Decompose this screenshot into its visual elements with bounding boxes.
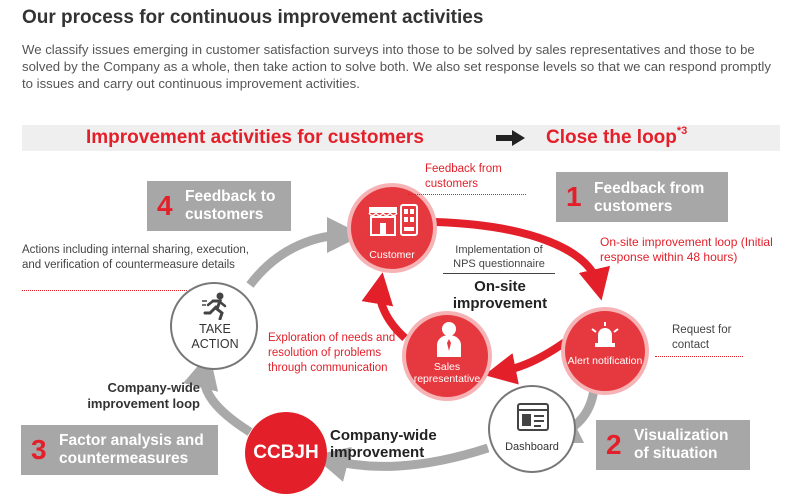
step-3-number: 3 xyxy=(31,434,47,465)
banner-right-text: Close the loop*3 xyxy=(546,125,688,149)
dashboard-node: Dashboard xyxy=(488,385,576,473)
footnote-mark: *3 xyxy=(676,125,688,137)
grey-arc-bottom xyxy=(312,443,490,482)
alarm-bell-icon xyxy=(591,322,619,347)
intro-paragraph: We classify issues emerging in customer … xyxy=(22,42,771,91)
dashboard-icon xyxy=(517,403,549,431)
sales-rep-label: Sales representative xyxy=(413,361,481,385)
dashboard-label: Dashboard xyxy=(505,441,559,453)
request-contact-note: Request for contact xyxy=(672,324,732,351)
arrow-right-icon xyxy=(496,130,525,146)
feedback-note-dotted-line xyxy=(408,194,526,195)
onsite-improvement-title: On-site improvement xyxy=(452,278,548,312)
running-person-icon xyxy=(202,292,227,320)
banner-left-text: Improvement activities for customers xyxy=(86,127,424,148)
step-1-label: Feedback from customers xyxy=(594,180,705,215)
alert-label: Alert notification xyxy=(567,355,643,367)
step-4-number: 4 xyxy=(157,190,173,221)
step-2-box: 2 Visualization of situation xyxy=(596,420,750,470)
take-action-node: TAKE ACTION xyxy=(170,282,258,370)
shop-icon xyxy=(368,204,418,236)
company-loop-note: Company-wide improvement loop xyxy=(87,380,200,411)
red-arc-top xyxy=(434,218,611,301)
banner xyxy=(22,125,780,151)
grey-arc-top xyxy=(246,217,363,288)
grey-arc-left xyxy=(183,352,253,436)
step-3-label: Factor analysis and countermeasures xyxy=(59,432,204,467)
red-arc-right xyxy=(484,336,571,385)
ccbjh-node: CCBJH xyxy=(245,412,327,494)
sales-rep-node: Sales representative xyxy=(402,311,492,401)
step-1-number: 1 xyxy=(566,181,582,212)
onsite-loop-note: On-site improvement loop (Initial respon… xyxy=(600,235,773,264)
step-2-number: 2 xyxy=(606,429,622,460)
request-dotted-line xyxy=(655,356,743,357)
step-1-box: 1 Feedback from customers xyxy=(556,172,728,222)
exploration-note: Exploration of needs and resolution of p… xyxy=(268,332,396,374)
alert-node: Alert notification xyxy=(561,307,649,395)
close-loop-text: Close the loop xyxy=(546,127,677,148)
step-4-box: 4 Feedback to customers xyxy=(147,181,291,231)
customer-node: Customer xyxy=(347,183,437,273)
company-improvement-title: Company-wide improvement xyxy=(330,427,437,461)
actions-dotted-line xyxy=(22,290,187,291)
step-4-label: Feedback to customers xyxy=(185,188,276,223)
page-title: Our process for continuous improvement a… xyxy=(22,7,484,28)
step-2-label: Visualization of situation xyxy=(634,427,729,462)
nps-note: Implementation of NPS questionnaire xyxy=(453,244,545,270)
actions-note: Actions including internal sharing, exec… xyxy=(22,244,249,271)
take-action-label: TAKE ACTION xyxy=(191,322,239,351)
customer-label: Customer xyxy=(369,249,415,261)
nps-underline xyxy=(443,273,555,274)
red-arc-left xyxy=(361,272,408,341)
feedback-from-customers-note: Feedback from customers xyxy=(425,163,502,190)
person-icon xyxy=(437,322,461,357)
step-3-box: 3 Factor analysis and countermeasures xyxy=(21,425,218,475)
